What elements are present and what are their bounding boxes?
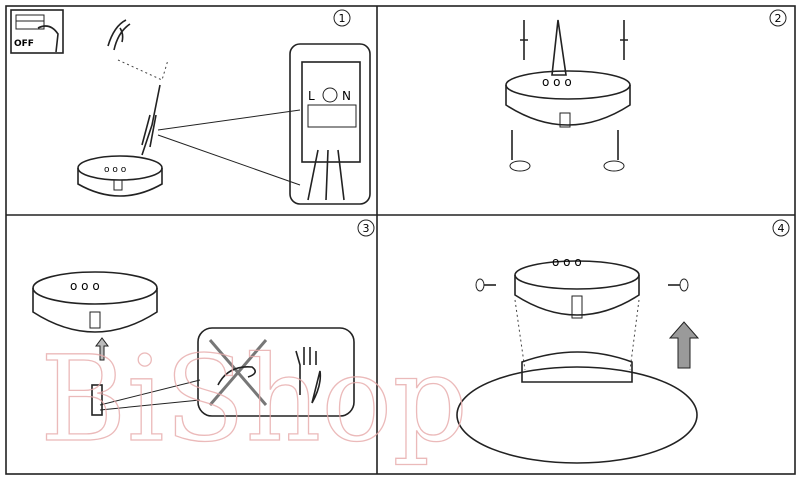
lamp-shade — [456, 351, 698, 464]
svg-text:N: N — [342, 89, 351, 103]
panel-number-4: 4 — [772, 219, 790, 237]
svg-text:o o o: o o o — [552, 255, 582, 269]
panel-number-2: 2 — [769, 9, 787, 27]
svg-text:o o o: o o o — [542, 75, 572, 89]
gloves-callout — [197, 327, 355, 417]
ceiling-base-2: o o o — [505, 19, 631, 128]
svg-text:3: 3 — [363, 222, 370, 235]
svg-text:o o o: o o o — [70, 279, 100, 293]
up-arrow-icon-large — [668, 321, 700, 369]
svg-text:o o o: o o o — [104, 165, 127, 175]
ceiling-base-1: o o o — [77, 155, 163, 197]
svg-text:4: 4 — [778, 222, 785, 235]
cable-wires — [107, 19, 169, 156]
connector — [91, 384, 103, 416]
ceiling-base-3: o o o — [32, 271, 158, 333]
svg-text:2: 2 — [775, 12, 782, 25]
frame — [5, 5, 796, 475]
power-off-icon: OFF — [10, 9, 64, 54]
panel-number-3: 3 — [357, 219, 375, 237]
guide-lines — [514, 299, 640, 371]
watermark: BiShop — [40, 330, 468, 468]
terminal-block: L N — [289, 43, 371, 205]
svg-text:OFF: OFF — [14, 39, 34, 49]
wall-plugs — [509, 20, 628, 172]
svg-text:1: 1 — [339, 12, 346, 25]
screws — [475, 278, 689, 292]
panel-number-1: 1 — [333, 9, 351, 27]
svg-text:L: L — [308, 89, 315, 103]
ceiling-base-4: o o o — [514, 255, 640, 319]
up-arrow-icon — [95, 337, 109, 361]
